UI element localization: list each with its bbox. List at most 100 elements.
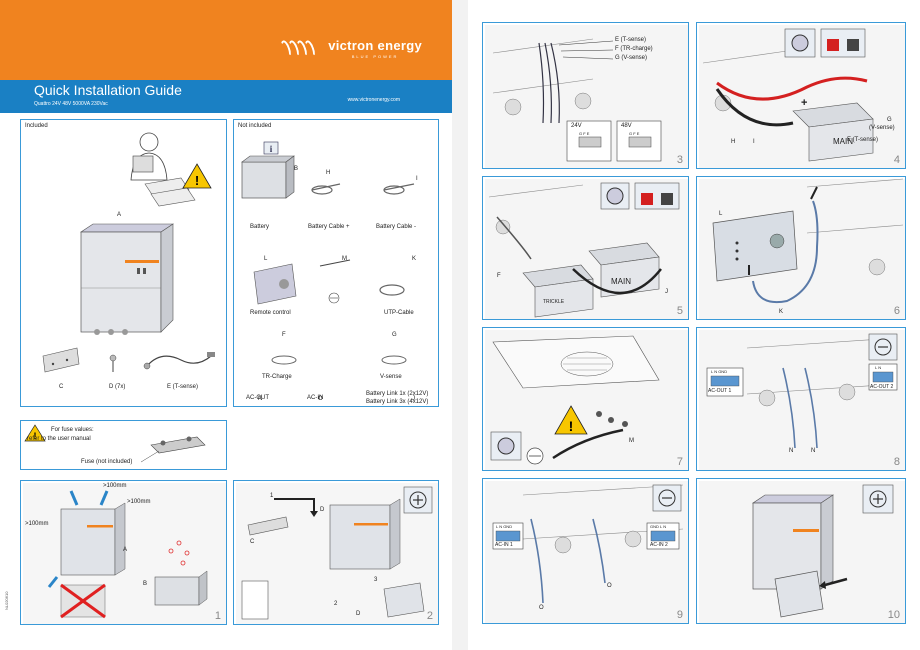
label-cable-plus: Battery Cable + <box>308 224 350 230</box>
step3-label-f: F (TR-charge) <box>615 46 653 52</box>
label-o: O <box>318 396 323 402</box>
step4-vsense: (V-sense) <box>869 125 895 131</box>
step5-main: MAIN <box>611 277 631 286</box>
included-panel: Included ! <box>20 119 227 407</box>
step-10-panel: 10 <box>696 478 906 624</box>
svg-text:!: ! <box>569 418 574 434</box>
right-sheet: E (T-sense) F (TR-charge) G (V-sense) 24… <box>468 0 920 650</box>
step3-24v: 24V <box>571 123 582 129</box>
label-j: J <box>412 396 415 402</box>
step4-plus: + <box>801 97 808 109</box>
included-title: Included <box>25 123 48 129</box>
fuse-panel: ! For fuse values: refer to the user man… <box>20 420 227 470</box>
step-6-number: 6 <box>893 305 900 317</box>
label-n: N <box>258 396 263 402</box>
step-4-illustration <box>699 25 905 168</box>
step2-label-d-bottom: D <box>356 611 361 617</box>
step2-label-c: C <box>250 539 255 545</box>
label-acin: AC-IN <box>307 395 324 401</box>
step-1-panel: >100mm >100mm >100mm A B 1 <box>20 480 227 625</box>
step9-t1: L N GND <box>496 524 513 529</box>
victron-logo: victron energy BLUE POWER <box>279 38 422 59</box>
step8-t2: L N <box>875 365 882 370</box>
step-9-number: 9 <box>676 609 683 621</box>
step3-48v: 48V <box>621 123 632 129</box>
step-3-panel: E (T-sense) F (TR-charge) G (V-sense) 24… <box>482 22 689 169</box>
step9-acin1: AC-IN 1 <box>495 542 513 548</box>
fuse-note-line1: For fuse values: <box>51 427 94 433</box>
step-10-illustration <box>699 481 905 623</box>
label-i: I <box>416 176 418 182</box>
step-9-panel: L N GND AC-IN 1 GND L N AC-IN 2 O O 9 <box>482 478 689 624</box>
label-g: G <box>392 332 397 338</box>
label-link1: Battery Link 1x (2x12V) <box>366 391 429 397</box>
label-d: D (7x) <box>109 384 126 390</box>
step3-term2: G F E <box>629 131 640 136</box>
step-5-illustration <box>485 179 688 319</box>
step-7-panel: ! M 7 <box>482 327 689 471</box>
step8-acout2: AC-OUT 2 <box>870 384 894 390</box>
clearance-top: >100mm <box>103 483 127 489</box>
label-b: B <box>294 166 299 172</box>
label-l: L <box>264 256 268 262</box>
step-5-panel: F TRICKLE MAIN J 5 <box>482 176 689 320</box>
svg-text:!: ! <box>34 431 37 441</box>
step6-label-l: L <box>719 211 723 217</box>
step8-acout1: AC-OUT 1 <box>708 388 732 394</box>
label-h: H <box>326 170 331 176</box>
label-battery: Battery <box>250 224 270 230</box>
label-acout: AC-OUT <box>246 395 269 401</box>
label-trcharge: TR-Charge <box>262 374 292 380</box>
label-remote: Remote control <box>250 310 291 316</box>
header-blue-band <box>0 80 452 113</box>
page-subtitle: Quattro 24V 48V 5000VA 230Vac <box>34 101 108 107</box>
step1-label-b: B <box>143 581 148 587</box>
step4-main: MAIN <box>833 137 853 146</box>
svg-text:i: i <box>270 144 273 154</box>
fuse-label: Fuse (not included) <box>81 459 133 465</box>
step8-label-n1: N <box>789 448 794 454</box>
step4-label-h: H <box>731 139 736 145</box>
document-code: NL020610 <box>4 591 9 610</box>
step3-term1: G F E <box>579 131 590 136</box>
step4-label-g: G <box>887 117 892 123</box>
label-vsense: V-sense <box>380 374 402 380</box>
step6-label-k: K <box>779 309 784 315</box>
label-k: K <box>412 256 417 262</box>
svg-text:!: ! <box>195 173 199 188</box>
not-included-title: Not included <box>238 123 272 129</box>
step8-label-n2: N <box>811 448 816 454</box>
step-8-panel: L N GND AC-OUT 1 L N AC-OUT 2 N N 8 <box>696 327 906 471</box>
step9-acin2: AC-IN 2 <box>650 542 668 548</box>
not-included-illustration: i <box>241 141 415 365</box>
label-e: E (T-sense) <box>167 384 199 390</box>
fuse-illustration: ! <box>24 424 206 463</box>
label-cable-minus: Battery Cable - <box>376 224 417 230</box>
label-m: M <box>342 256 347 262</box>
logo-tagline: BLUE POWER <box>351 54 399 59</box>
step9-t2: GND L N <box>650 524 667 529</box>
step5-trickle: TRICKLE <box>543 299 565 305</box>
step-6-panel: L K 6 <box>696 176 906 320</box>
clearance-left: >100mm <box>25 521 49 527</box>
step-5-number: 5 <box>676 305 683 317</box>
step-7-number: 7 <box>676 456 683 468</box>
step5-label-j: J <box>665 289 668 295</box>
left-sheet: victron energy BLUE POWER Quick Installa… <box>0 0 452 650</box>
logo-name: victron energy <box>328 38 422 53</box>
step-8-number: 8 <box>893 456 900 468</box>
website-link[interactable]: www.victronenergy.com <box>347 97 400 103</box>
label-f: F <box>282 332 286 338</box>
step1-label-a: A <box>123 547 128 553</box>
step5-label-f: F <box>497 273 501 279</box>
step8-t1: L N GND <box>711 369 728 374</box>
step-4-panel: + H I MAIN G (V-sense) E (T-sense) 4 <box>696 22 906 169</box>
label-link3: Battery Link 3x (4x12V) <box>366 399 429 405</box>
page-title: Quick Installation Guide <box>34 82 182 98</box>
step2-circ2: 2 <box>334 601 338 607</box>
step9-label-o1: O <box>539 605 544 611</box>
step2-label-d-top: D <box>320 507 325 513</box>
included-illustration: ! <box>42 132 215 373</box>
step-10-number: 10 <box>887 609 900 621</box>
step3-label-e: E (T-sense) <box>615 37 647 43</box>
